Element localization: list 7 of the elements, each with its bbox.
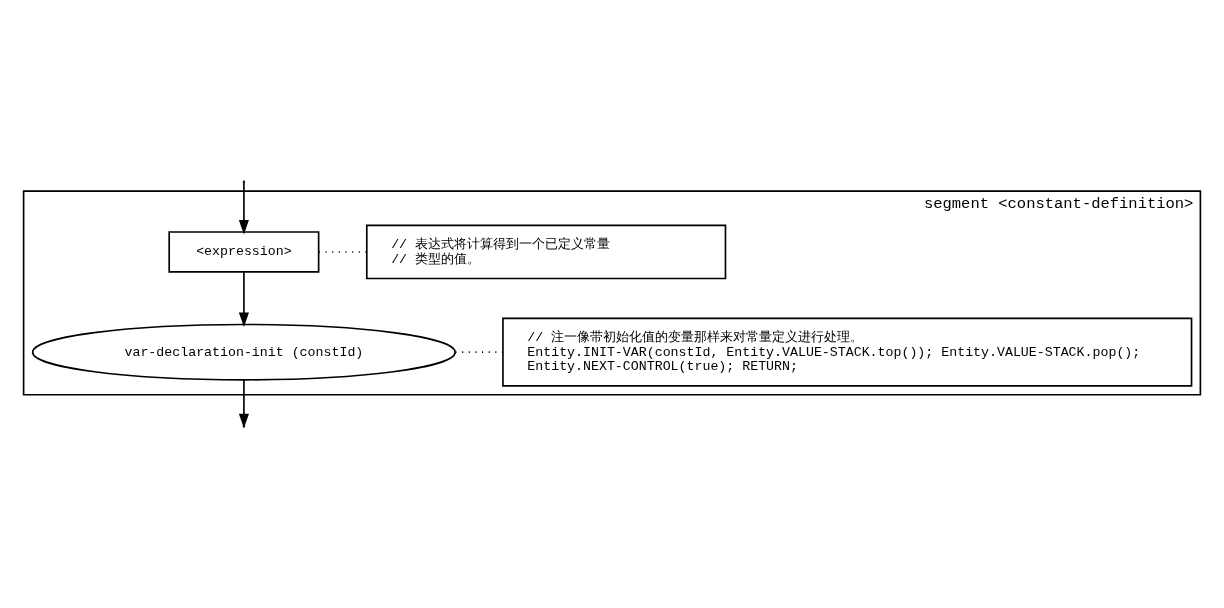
node-box: // 注一像带初始化值的变量那样来对常量定义进行处理。 Entity.INIT-VAR(constId, Entity.VALUE-STACK.top()); Entity.VALUE-STACK.pop(); Entity.NEXT-CONTROL(true); RETURN; xyxy=(502,317,1193,387)
connector xyxy=(318,251,368,253)
connector xyxy=(454,351,504,353)
node-ellipse: var-declaration-init (constId) xyxy=(31,323,456,381)
node-box: // 表达式将计算得到一个已定义常量 // 类型的值。 xyxy=(365,224,727,280)
node-box: <expression> xyxy=(168,231,320,273)
arrow xyxy=(238,271,249,327)
